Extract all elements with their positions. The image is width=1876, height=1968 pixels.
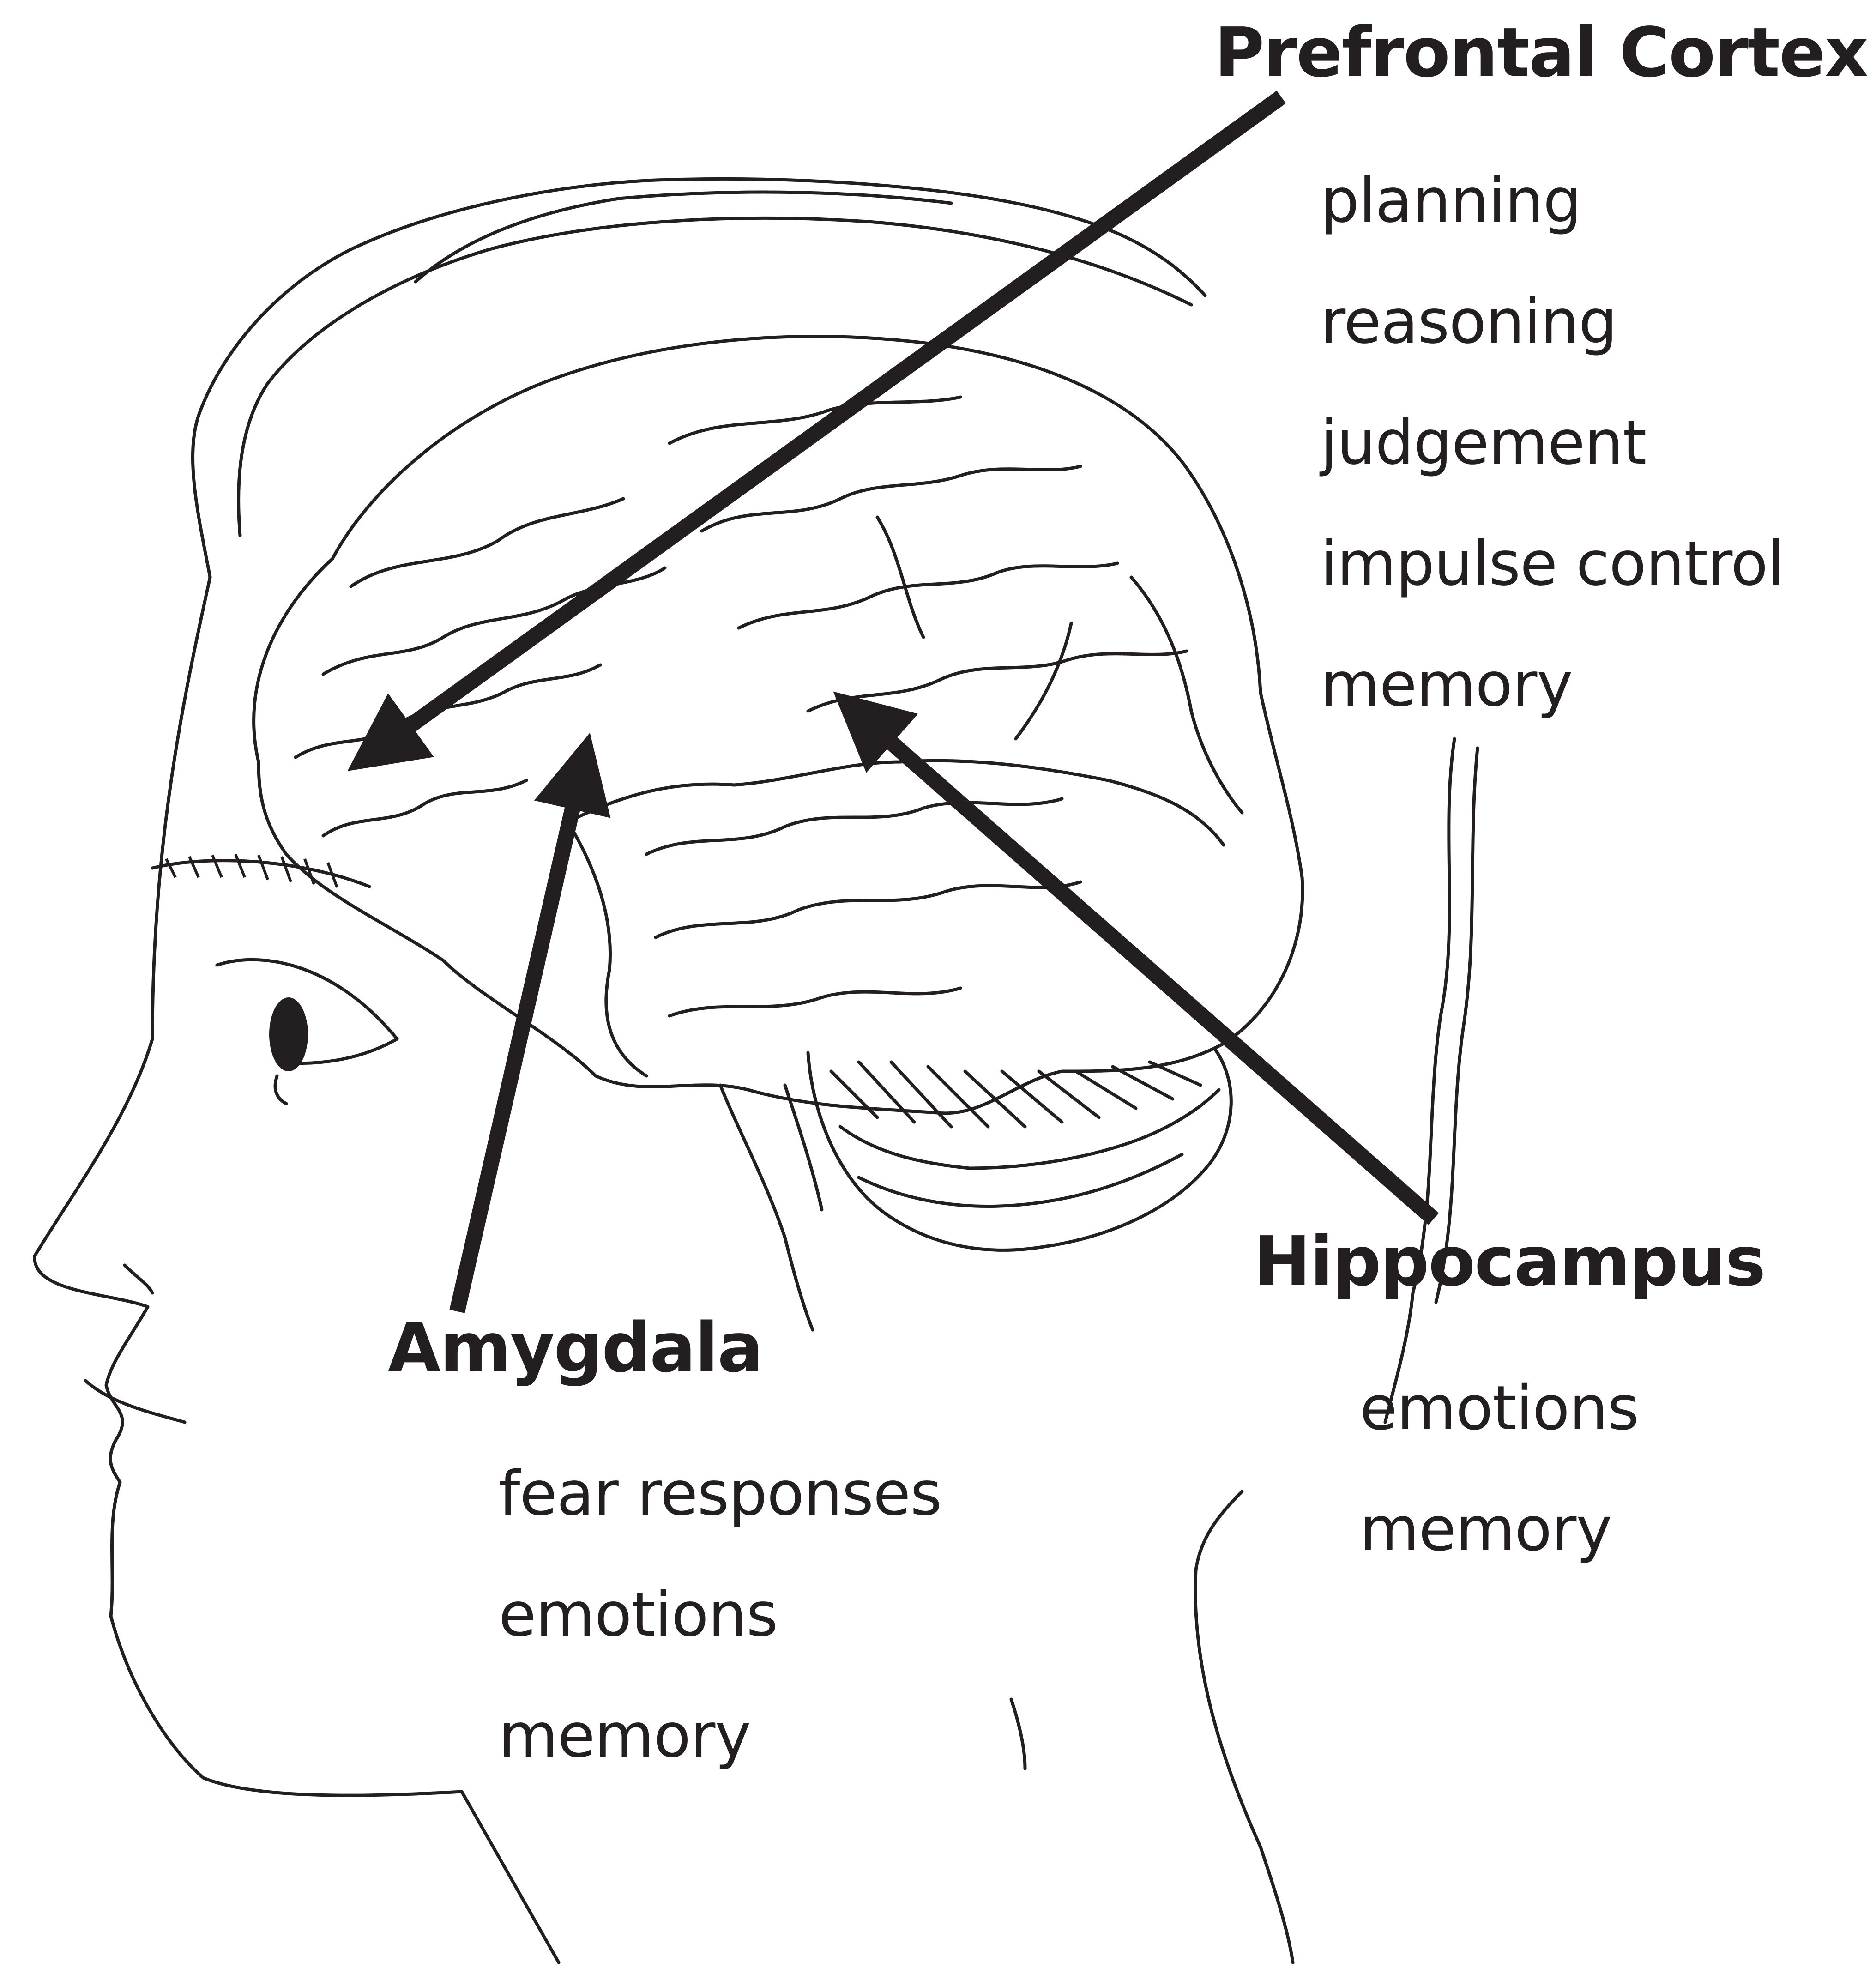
gyrus-line <box>670 988 960 1016</box>
gyrus-line <box>739 563 1117 628</box>
back-hair-wave-2 <box>1436 748 1478 1302</box>
gyrus-line <box>351 499 623 586</box>
hippocampus-functions: emotions memory <box>1360 1374 1639 1616</box>
temporal-lobe-lower <box>568 822 646 1076</box>
function-item: memory <box>1360 1495 1639 1616</box>
gyrus-line <box>323 780 526 836</box>
hair-strand-top <box>416 192 951 282</box>
cerebellum-outline <box>808 1048 1231 1250</box>
eye-crease <box>275 1076 286 1104</box>
cerebellum-fold <box>859 1154 1182 1207</box>
hippocampus-label: Hippocampus <box>1254 1227 1765 1296</box>
function-item: planning <box>1321 166 1784 287</box>
hippocampus-arrow <box>845 702 1434 1219</box>
function-item: memory <box>499 1701 941 1822</box>
gyrus-line <box>1131 577 1242 813</box>
function-item: emotions <box>1360 1374 1639 1495</box>
function-item: judgement <box>1321 408 1784 529</box>
eye-pupil <box>269 997 308 1071</box>
nostril <box>125 1265 152 1293</box>
function-item: impulse control <box>1321 529 1784 650</box>
gyrus-line <box>808 651 1187 711</box>
prefrontal-cortex-functions: planning reasoning judgement impulse con… <box>1321 166 1784 771</box>
function-item: reasoning <box>1321 287 1784 408</box>
gyrus-line <box>1016 623 1071 739</box>
gyrus-line <box>877 517 923 637</box>
amygdala-label: Amygdala <box>388 1314 763 1382</box>
cerebellum-fold <box>831 1062 1200 1127</box>
back-hair-wave <box>1385 739 1454 1422</box>
function-item: emotions <box>499 1580 941 1701</box>
function-item: memory <box>1321 650 1784 771</box>
prefrontal-cortex-label: Prefrontal Cortex <box>1214 18 1868 87</box>
amygdala-arrow <box>457 748 586 1311</box>
brain-stem <box>720 1085 813 1330</box>
gyrus-line <box>296 665 600 757</box>
neck-back-outline <box>1195 1491 1293 1962</box>
lateral-sulcus <box>568 761 1224 845</box>
prefrontal-cortex-arrow <box>360 97 1281 762</box>
face-profile-outline <box>35 577 559 1962</box>
amygdala-functions: fear responses emotions memory <box>499 1459 941 1822</box>
lower-lip <box>85 1381 185 1422</box>
neck-crease <box>1011 1699 1025 1769</box>
gyrus-line <box>656 882 1080 937</box>
function-item: fear responses <box>499 1459 941 1580</box>
